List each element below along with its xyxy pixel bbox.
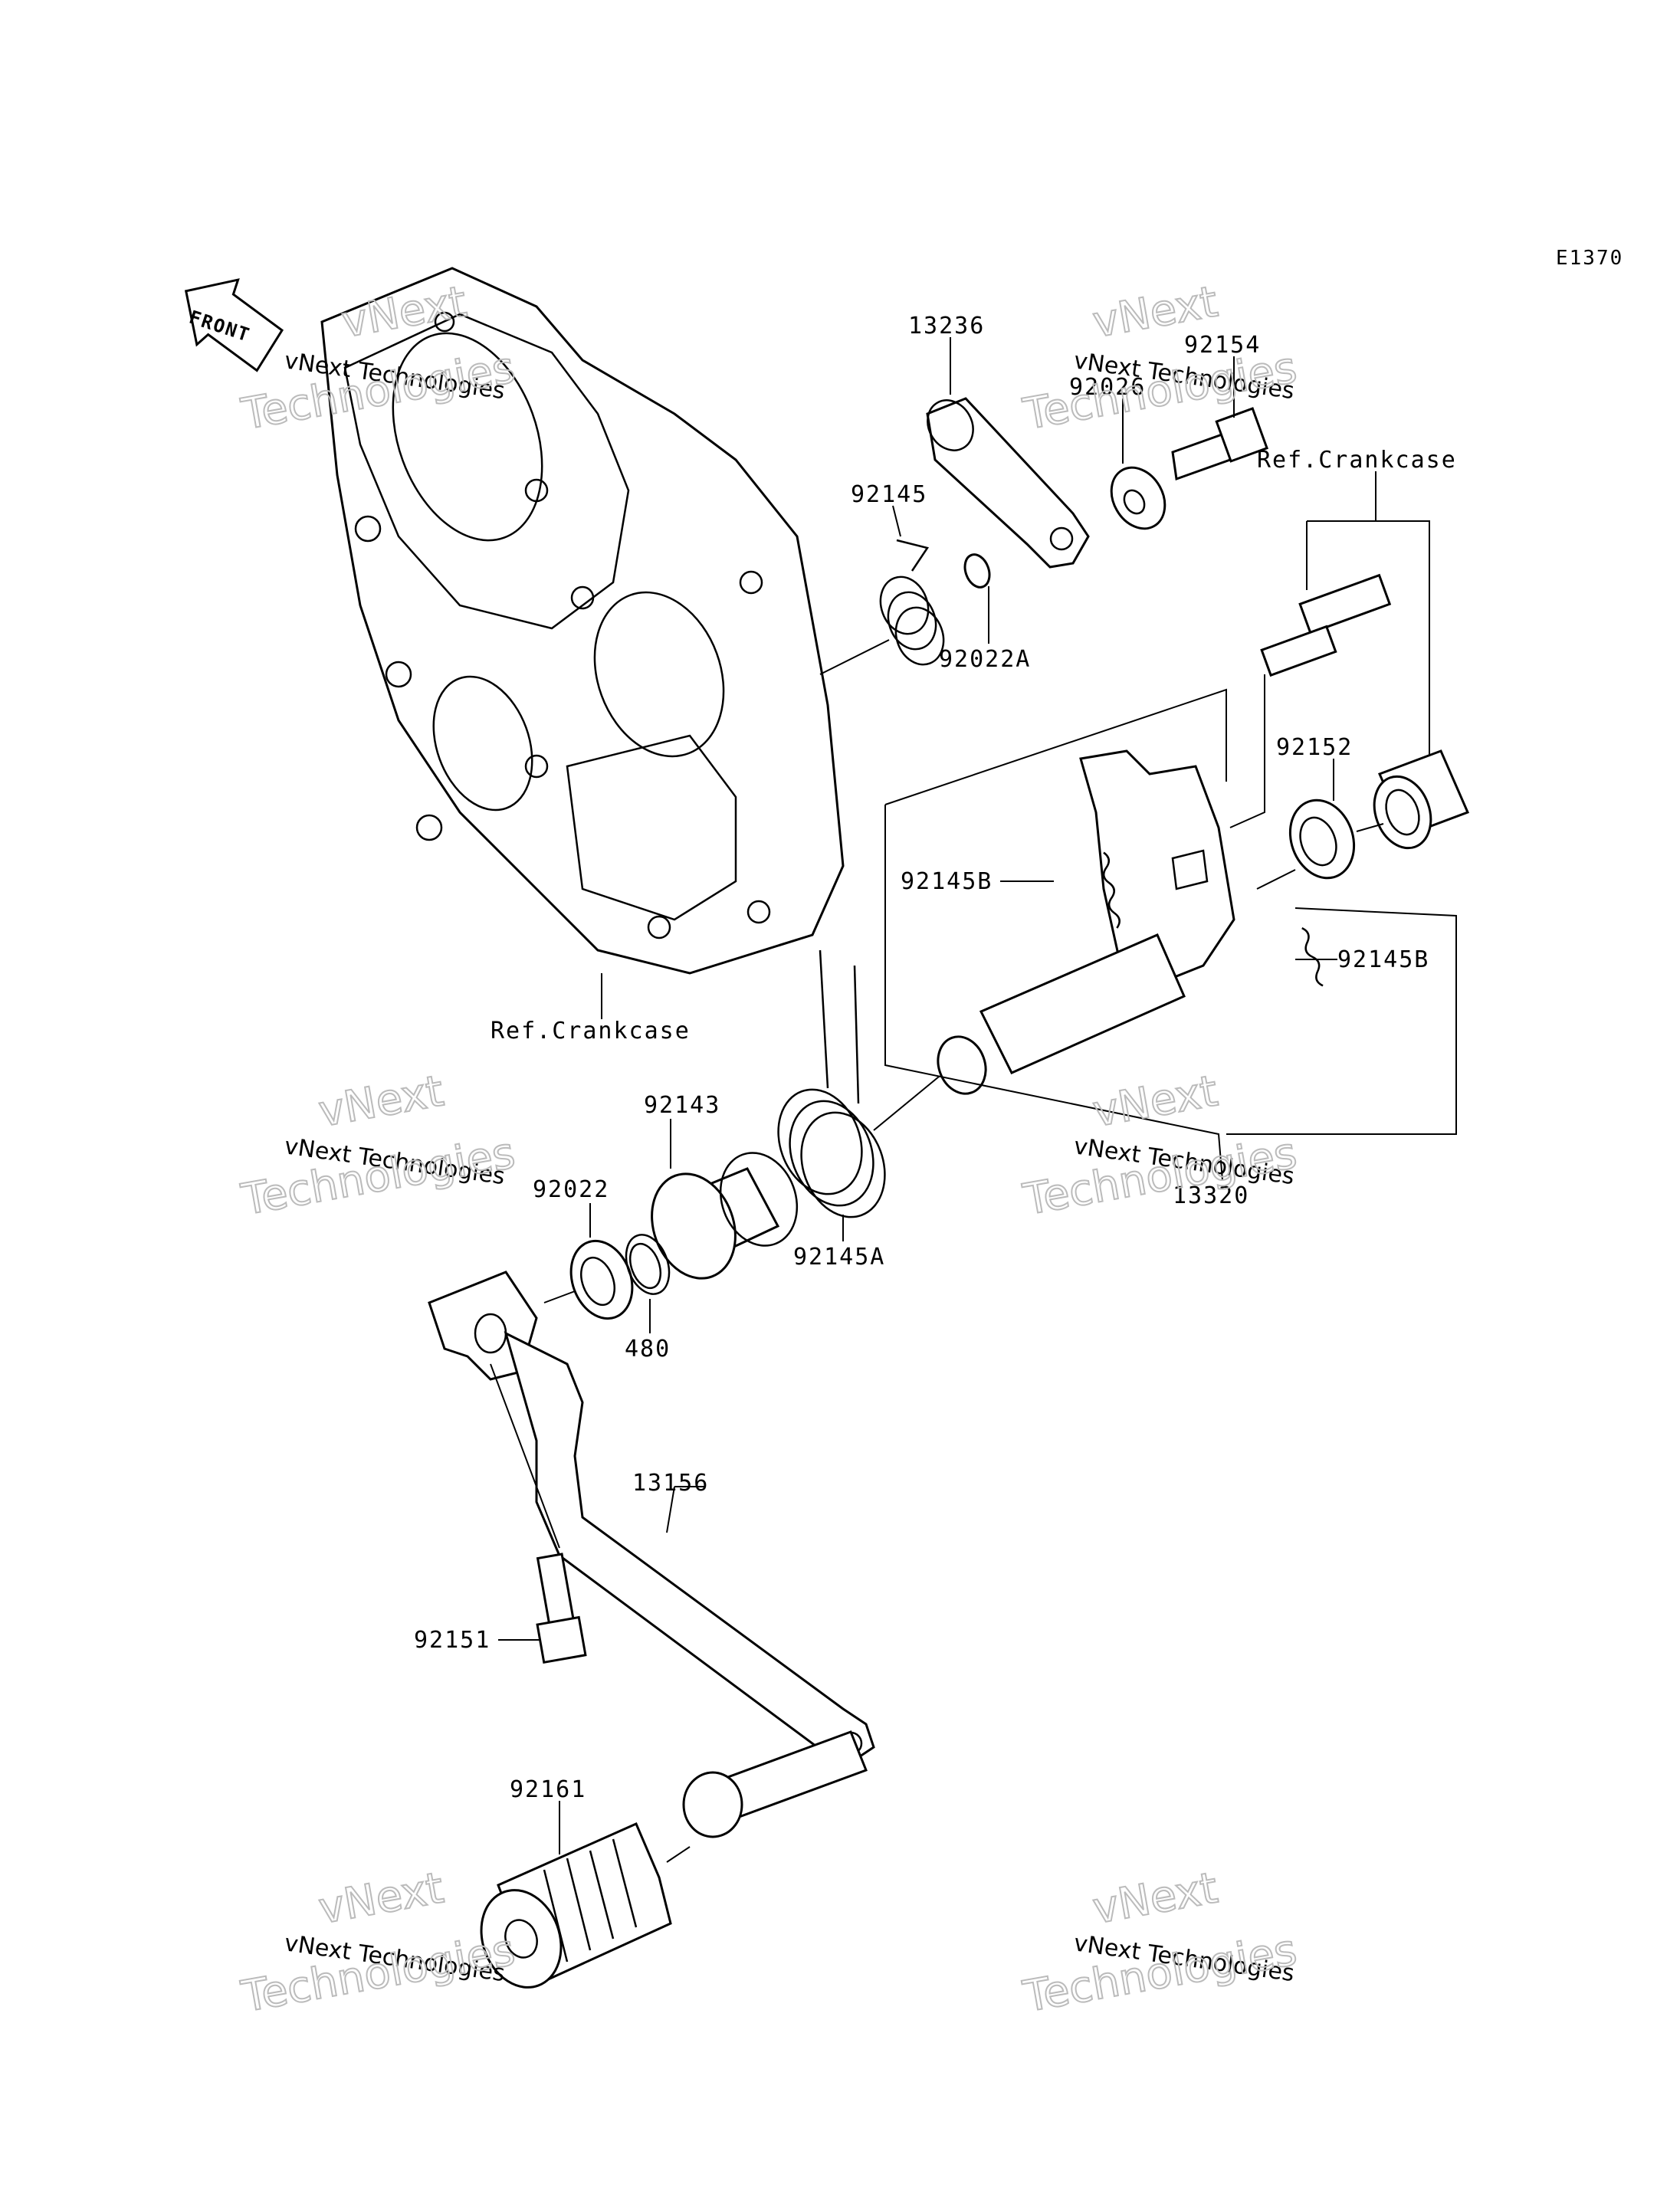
label-92022A: 92022A: [939, 646, 1031, 673]
label-92026: 92026: [1069, 374, 1146, 401]
svg-text:vNext: vNext: [315, 1863, 447, 1933]
label-92145B-right: 92145B: [1337, 946, 1429, 973]
label-480: 480: [625, 1336, 671, 1362]
svg-text:vNext: vNext: [1089, 1066, 1221, 1136]
part-stud-bolt: [1260, 573, 1392, 677]
front-arrow-icon: FRONT: [184, 278, 284, 372]
diagram-code: E1370: [1556, 247, 1623, 270]
part-92145B-spring-left: [1102, 851, 1121, 929]
svg-text:vNext: vNext: [315, 1066, 447, 1136]
part-peg-shaft: [682, 1730, 868, 1838]
part-13156-shift-pedal: [428, 1271, 875, 1764]
part-92154-bolt: [1171, 407, 1268, 481]
watermark-top-right: vNext vNext Technologies Technologies: [1019, 276, 1301, 441]
part-needle-bearing: [1373, 749, 1470, 850]
crankcase-illustration: [320, 267, 845, 975]
part-92145-spring: [879, 539, 945, 666]
label-13236: 13236: [908, 313, 985, 339]
watermark-middle-right: vNext vNext Technologies Technologies: [1019, 1065, 1301, 1226]
svg-text:Technologies: Technologies: [1019, 1925, 1301, 2022]
label-92151: 92151: [414, 1627, 491, 1654]
label-92022: 92022: [533, 1176, 609, 1203]
label-92145A: 92145A: [793, 1244, 885, 1271]
label-92145: 92145: [851, 481, 927, 508]
part-92161-footpeg: [480, 1822, 672, 1989]
part-92152-collar: [1288, 798, 1356, 880]
part-13320-shift-shaft: [937, 749, 1235, 1095]
watermark-bottom-right: vNext vNext Technologies Technologies: [1019, 1862, 1301, 2023]
part-92022A-washer: [963, 553, 991, 589]
part-92026-washer: [1110, 466, 1166, 530]
part-92022-washer: [569, 1239, 634, 1320]
part-480-circlip: [625, 1234, 671, 1295]
label-92152: 92152: [1276, 734, 1353, 761]
part-92145B-spring-right: [1301, 926, 1324, 987]
label-ref-crankcase-bottom: Ref.Crankcase: [491, 1018, 691, 1044]
svg-text:vNext: vNext: [1089, 1863, 1221, 1933]
watermark-bottom-left: vNext vNext Technologies Technologies: [237, 1862, 520, 2023]
label-ref-crankcase-top: Ref.Crankcase: [1257, 447, 1457, 474]
svg-text:Technologies: Technologies: [1019, 1128, 1301, 1225]
svg-text:Technologies: Technologies: [238, 1925, 519, 2022]
part-13236-shift-lever: [926, 397, 1090, 569]
part-92145A-torsion-spring: [777, 949, 886, 1218]
part-92143-collar: [651, 1152, 799, 1280]
label-92145B-left: 92145B: [901, 868, 993, 895]
label-92161: 92161: [510, 1776, 586, 1803]
label-92143: 92143: [644, 1092, 720, 1119]
label-92154: 92154: [1184, 332, 1261, 359]
part-92151-bolt: [536, 1553, 587, 1664]
svg-text:Technologies: Technologies: [238, 1128, 519, 1225]
label-13320: 13320: [1173, 1182, 1249, 1209]
label-13156: 13156: [632, 1470, 709, 1497]
watermark-middle-left: vNext vNext Technologies Technologies: [237, 1065, 520, 1226]
